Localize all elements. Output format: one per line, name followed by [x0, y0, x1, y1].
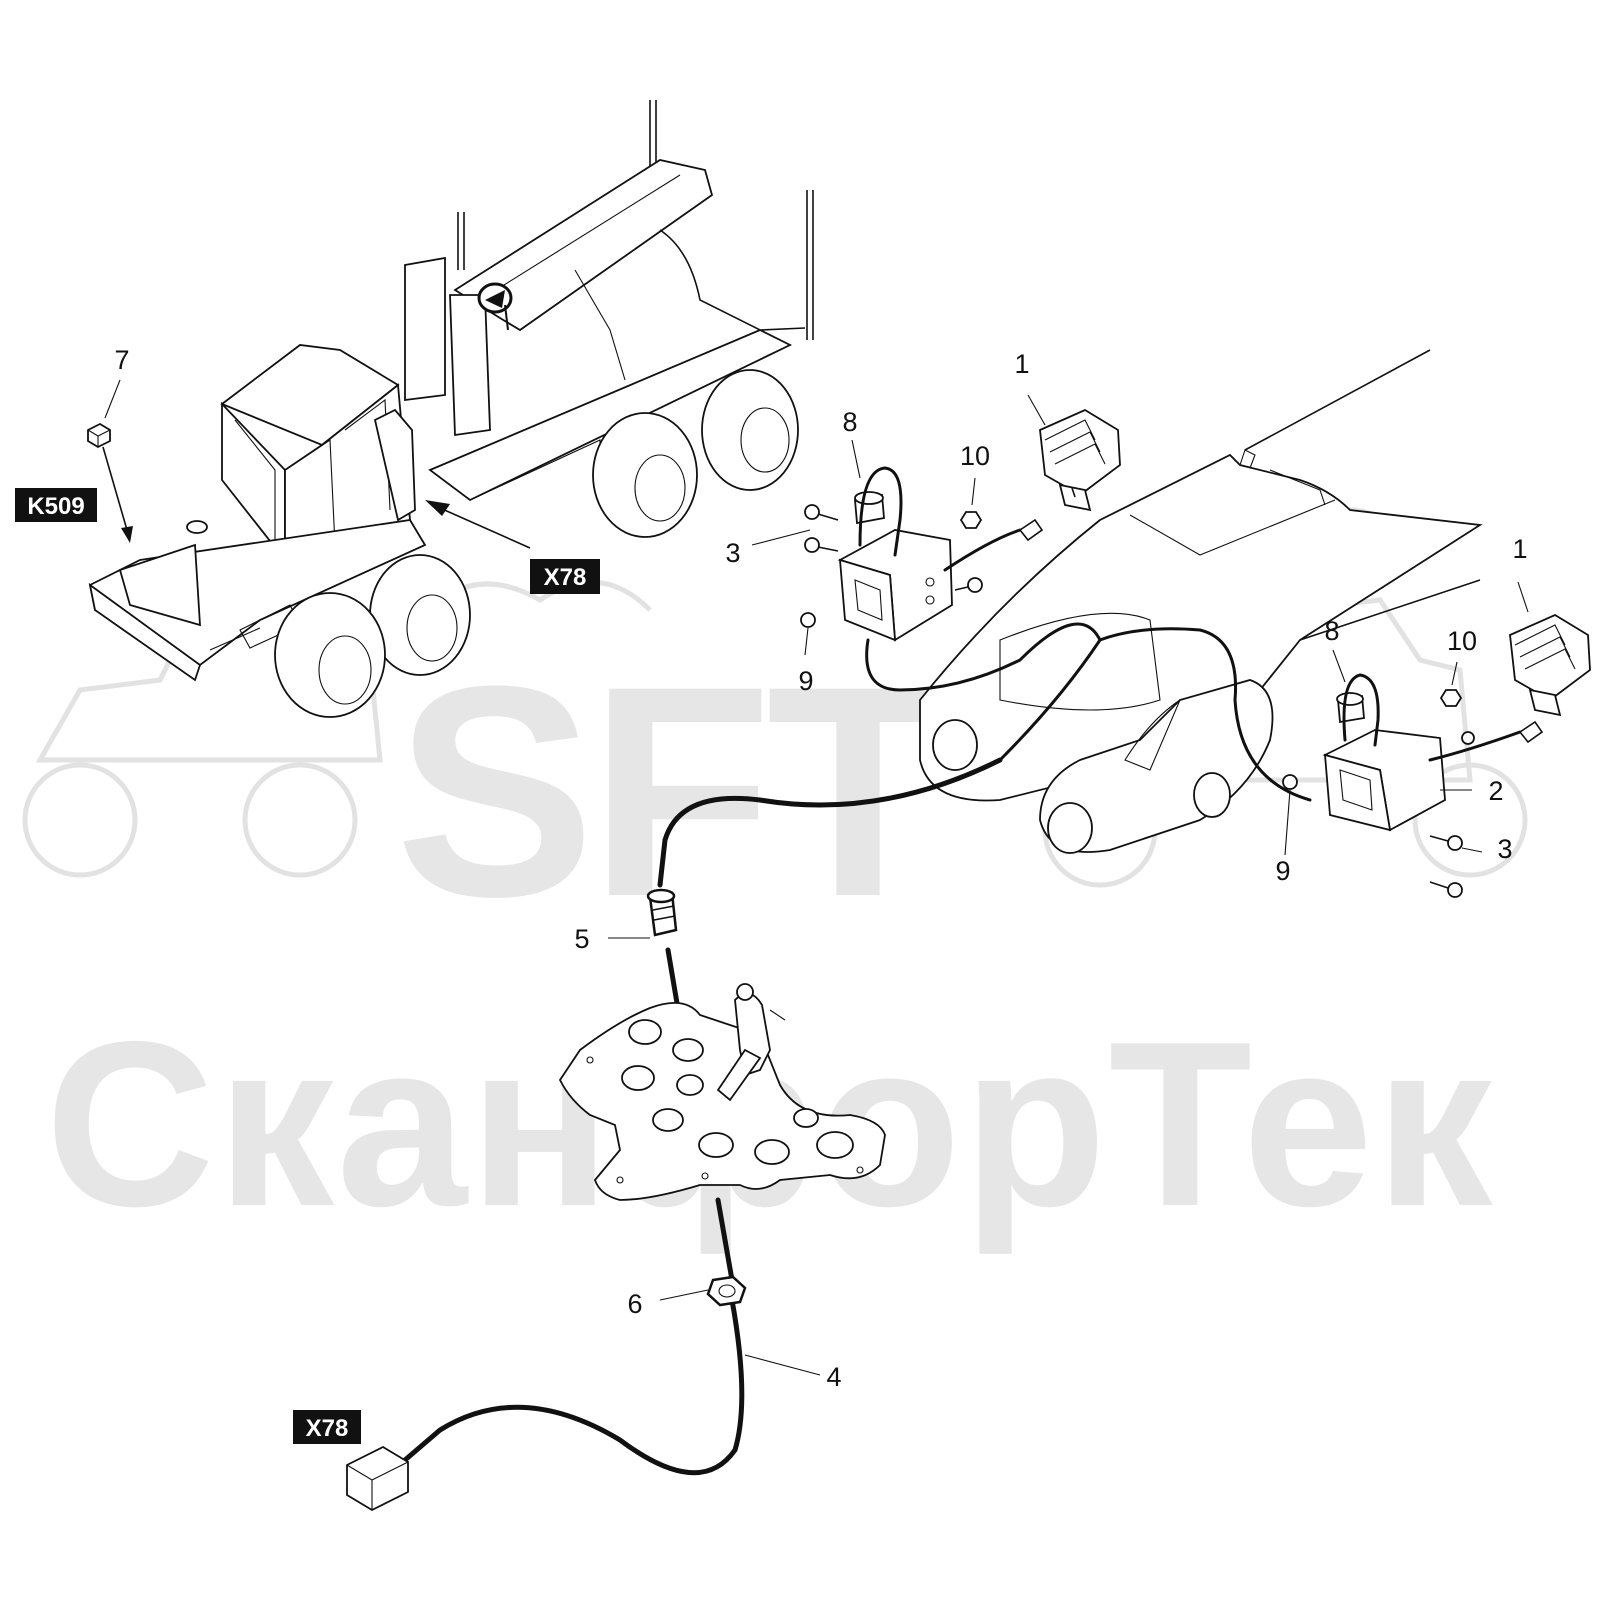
callout-3-left: 3 — [725, 538, 740, 568]
bolt-3-left-b — [804, 537, 839, 553]
x78-location-pointer — [439, 507, 531, 549]
tag-x78-bottom: X78 — [293, 1410, 361, 1444]
cab — [220, 344, 416, 563]
nut-10-right — [1439, 689, 1463, 707]
cable-gland-5 — [646, 888, 678, 937]
callout-10-left: 10 — [960, 441, 990, 471]
callout-8-left: 8 — [842, 407, 857, 437]
front-frame — [88, 519, 427, 682]
callout-1-right: 1 — [1512, 534, 1527, 564]
flange-plate — [558, 983, 886, 1201]
tag-k509: K509 — [15, 488, 97, 522]
work-light-right — [1509, 613, 1591, 717]
callout-6: 6 — [627, 1289, 642, 1319]
tag-x78-top: X78 — [530, 559, 600, 594]
callout-4: 4 — [826, 1362, 841, 1392]
cab-roof — [220, 344, 400, 447]
callout-7: 7 — [114, 345, 129, 375]
bracket-left — [837, 529, 953, 642]
grommet-right — [1336, 692, 1365, 724]
callout-3-right: 3 — [1497, 834, 1512, 864]
tag-k509-text: K509 — [27, 493, 84, 520]
callout-9-right: 9 — [1275, 856, 1290, 886]
tag-x78-bottom-text: X78 — [306, 1415, 349, 1442]
bolt-3-right-a — [1429, 835, 1463, 851]
bolts — [800, 504, 1475, 898]
leader-lines — [104, 379, 1529, 1376]
bolt-right-side — [1461, 731, 1475, 745]
bracket-right — [1322, 729, 1446, 832]
crane-column — [449, 294, 491, 437]
crane-work-light — [477, 282, 513, 331]
grommet-left — [854, 491, 885, 525]
wiring — [402, 466, 1544, 1476]
bolt-3-left-a — [804, 504, 839, 521]
boom-plate — [919, 453, 1483, 802]
lock-nut-6 — [706, 1275, 747, 1307]
callout-8-right: 8 — [1324, 616, 1339, 646]
connector-part-7 — [87, 422, 111, 449]
callout-1-left: 1 — [1014, 349, 1029, 379]
rear-wheels — [592, 369, 799, 538]
boom-section — [919, 349, 1483, 854]
watermark-logo: SFT — [395, 623, 949, 959]
tag-x78-top-text: X78 — [544, 564, 587, 591]
front-wheels — [274, 554, 471, 718]
callout-10-right: 10 — [1447, 626, 1477, 656]
crane-boom — [453, 159, 714, 332]
forwarder-machine-illustration — [88, 100, 814, 718]
bolt-3-right-b — [1429, 881, 1463, 898]
bolt-left-side — [954, 577, 983, 593]
callout-2: 2 — [1488, 776, 1503, 806]
bolt-9-left — [800, 612, 816, 628]
front-bulkhead — [404, 256, 446, 402]
bolt-9-right — [1282, 774, 1298, 790]
callout-numbers: 1 1 2 3 3 4 5 6 7 8 8 9 9 10 10 — [114, 345, 1527, 1392]
work-light-left — [1039, 408, 1121, 512]
nut-10-left — [959, 511, 983, 529]
connector-x78 — [346, 1445, 409, 1512]
callout-5: 5 — [574, 924, 589, 954]
callout-9-left: 9 — [798, 666, 813, 696]
